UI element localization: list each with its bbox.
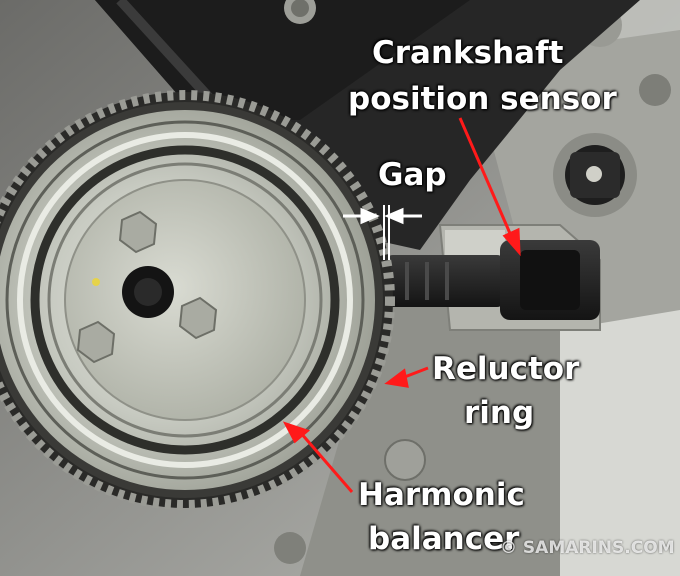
watermark-text: © SAMARINS.COM [500, 538, 675, 558]
annotation-arrows [282, 117, 521, 493]
crankshaft-label-line1: Crankshaft [372, 35, 564, 71]
crankshaft-label-line2: position sensor [348, 81, 617, 117]
harmonic-label-line2: balancer [368, 521, 520, 557]
reluctor-label-line2: ring [464, 395, 535, 431]
gap-label: Gap [378, 157, 447, 193]
harmonic-label-line1: Harmonic [358, 477, 525, 513]
reluctor-label-line1: Reluctor [432, 351, 580, 387]
